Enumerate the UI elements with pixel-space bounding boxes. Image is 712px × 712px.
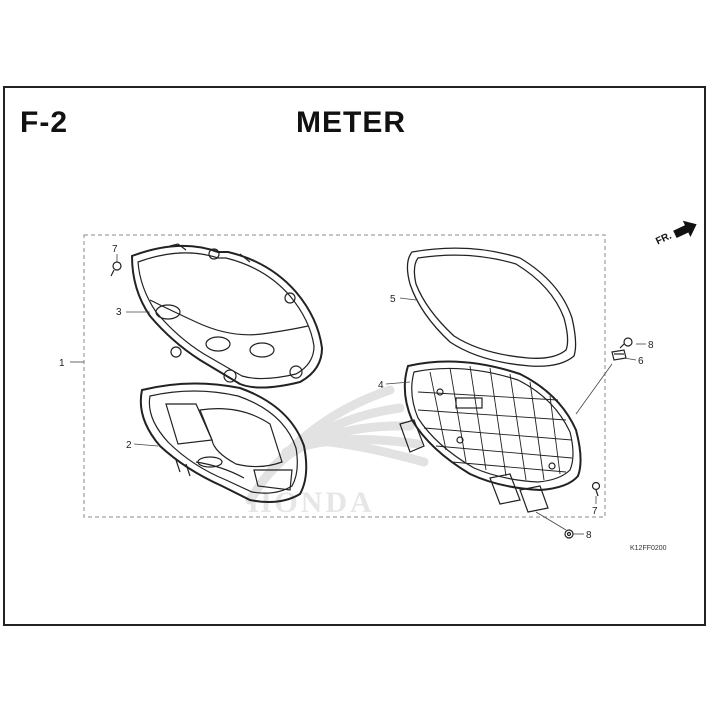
part-meter-visor — [139, 382, 308, 503]
page-title: METER — [296, 106, 406, 139]
figure-reference-code: K12FF0200 — [630, 545, 667, 552]
part-meter-case — [399, 360, 582, 513]
part-screw-bottom — [564, 529, 574, 539]
leader-lines — [70, 254, 646, 535]
callout-7-lower: 7 — [592, 506, 598, 517]
callout-6: 6 — [638, 356, 644, 367]
callout-4: 4 — [378, 380, 384, 391]
callout-7-upper: 7 — [112, 244, 118, 255]
callout-3: 3 — [116, 307, 122, 318]
part-clip — [611, 349, 627, 361]
honda-wing-watermark — [245, 385, 429, 505]
front-direction-indicator: FR. — [652, 212, 705, 255]
diagram-frame — [3, 86, 706, 626]
callout-8-lower: 8 — [586, 530, 592, 541]
part-screw-upper — [110, 261, 122, 277]
arrow-right-icon — [673, 220, 697, 238]
part-rear-cover — [130, 243, 324, 389]
callout-8-upper: 8 — [648, 340, 654, 351]
callout-2: 2 — [126, 440, 132, 451]
part-screw-right — [619, 337, 633, 349]
section-code: F-2 — [20, 106, 68, 139]
callout-1: 1 — [59, 358, 65, 369]
part-screw-lower — [591, 481, 601, 497]
assembly-group-box — [83, 234, 606, 518]
part-gasket — [406, 247, 577, 367]
callout-5: 5 — [390, 294, 396, 305]
